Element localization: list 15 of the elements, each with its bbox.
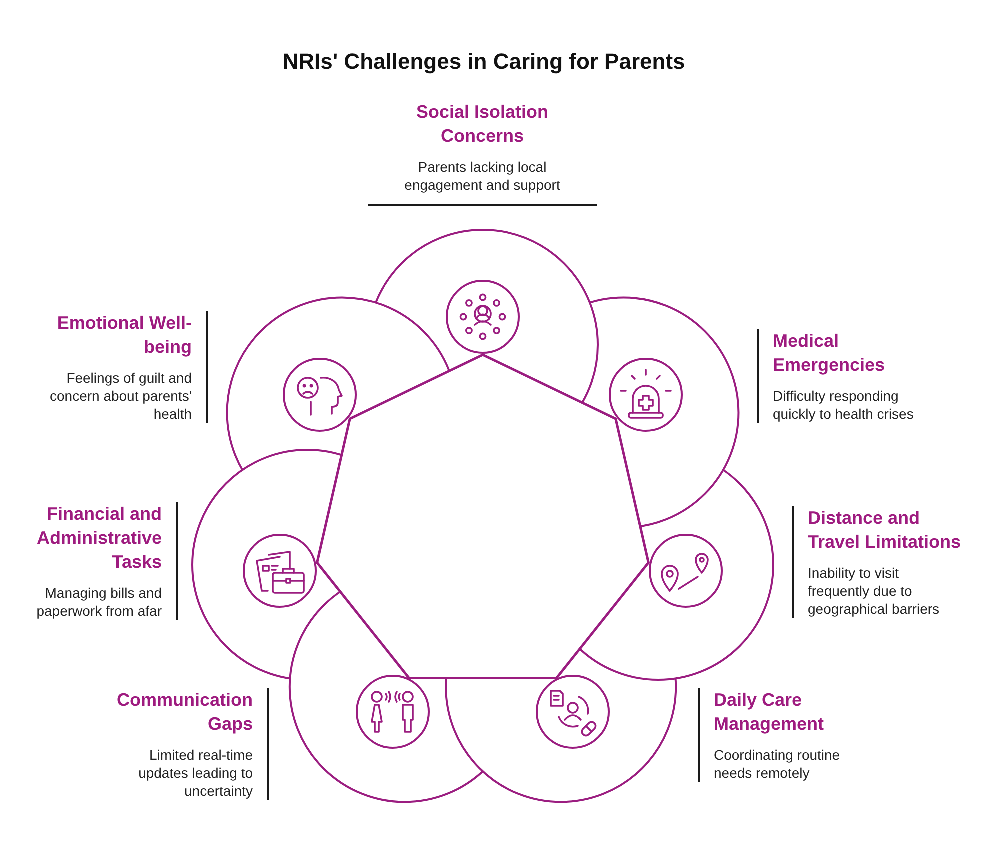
challenge-description: Parents lacking local engagement and support [404, 158, 562, 194]
challenge-description: Coordinating routine needs remotely [714, 746, 842, 782]
challenge-heading: Emotional Well-being [56, 312, 192, 359]
challenge-description: Limited real-time updates leading to uncertainty [138, 746, 253, 800]
challenge-heading: Financial and Administrative Tasks [36, 503, 162, 574]
challenge-description: Managing bills and paperwork from afar [36, 584, 162, 620]
challenge-heading: Communication Gaps [116, 689, 253, 736]
challenge-heading: Social Isolation Concerns [415, 101, 550, 148]
challenge-description: Difficulty responding quickly to health crises [773, 387, 915, 423]
challenge-description: Feelings of guilt and concern about parents' health [49, 369, 192, 423]
title: NRIs' Challenges in Caring for Parents [282, 48, 686, 76]
challenge-heading: Daily Care Management [714, 689, 826, 736]
challenge-heading: Medical Emergencies [773, 330, 886, 377]
challenge-heading: Distance and Travel Limitations [808, 507, 962, 554]
challenge-description: Inability to visit frequently due to geographical barriers [808, 564, 941, 618]
